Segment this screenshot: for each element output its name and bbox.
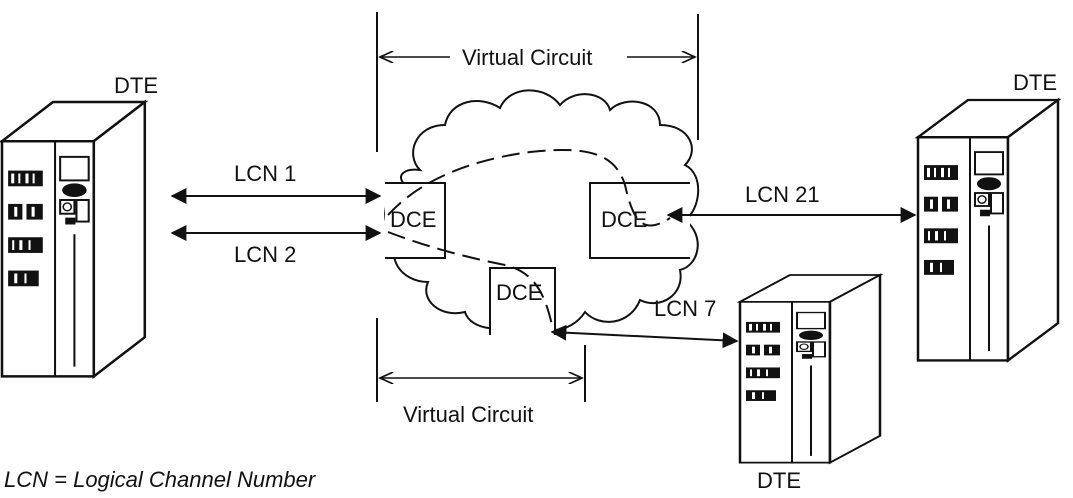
dte-bottom-computer-icon [738,273,882,464]
virtual-circuit-path-top [387,149,671,227]
dce-bottom-box: DCE [489,267,556,335]
vc-top-label: Virtual Circuit [462,45,592,70]
lcn-7-link [550,324,739,349]
lcn-21-label: LCN 21 [745,182,820,207]
dce-right-box: DCE [589,182,690,259]
dte-right-computer-icon [916,98,1060,362]
vc-bottom-label: Virtual Circuit [403,402,533,427]
dte-left-computer-icon [0,100,147,378]
lcn-2-label: LCN 2 [234,242,296,267]
dte-bottom-label: DTE [757,468,801,493]
network-cloud [384,89,700,332]
dte-right-label: DTE [1013,70,1057,95]
dce-left-label: DCE [390,207,436,232]
lcn-7-label: LCN 7 [654,296,716,321]
dte-left-label: DTE [114,73,158,98]
dce-left-box: DCE [385,182,446,259]
legend-text: LCN = Logical Channel Number [4,467,317,492]
virtual-circuit-path-bottom [387,231,553,326]
lcn-1-label: LCN 1 [234,161,296,186]
dce-right-label: DCE [601,207,647,232]
